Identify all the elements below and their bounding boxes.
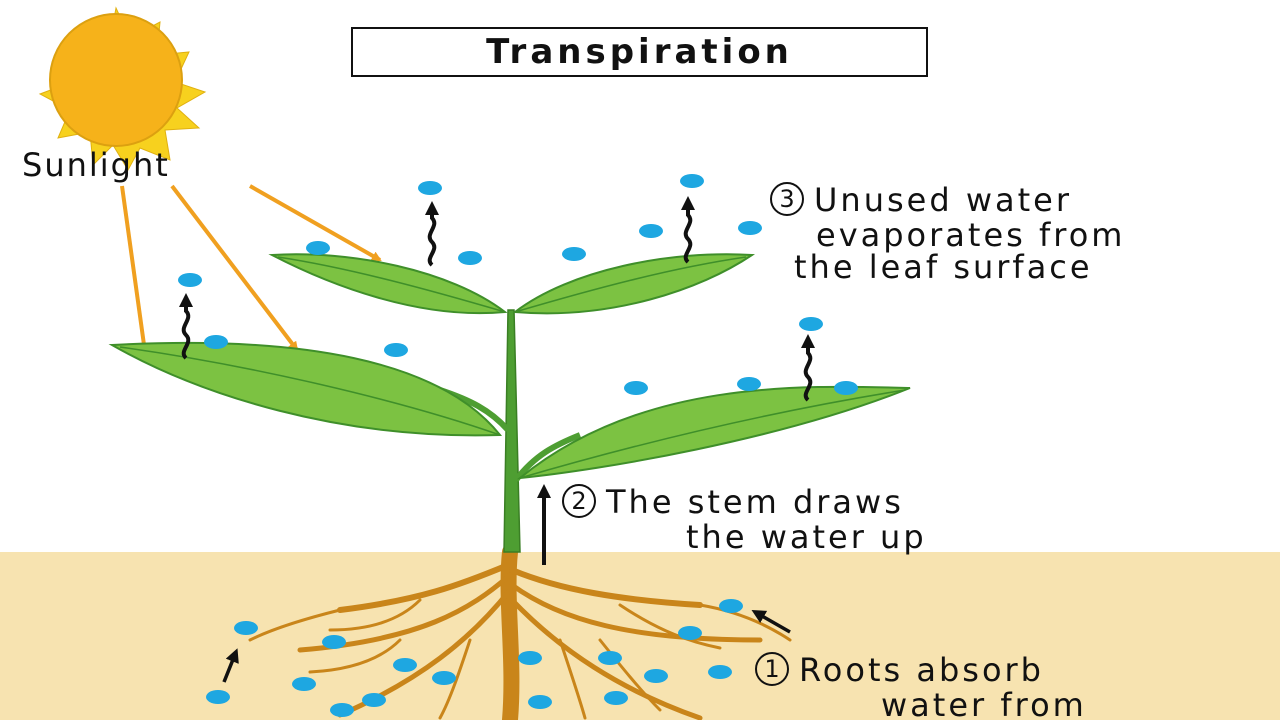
water-drop bbox=[708, 665, 732, 679]
water-drop bbox=[418, 181, 442, 195]
water-drop bbox=[234, 621, 258, 635]
petiole-right bbox=[513, 432, 582, 482]
evaporation-arrows bbox=[179, 196, 815, 402]
water-drop bbox=[562, 247, 586, 261]
step-3-line-2: evaporates from bbox=[816, 216, 1126, 254]
water-drop bbox=[834, 381, 858, 395]
step-1-number: 1 bbox=[755, 652, 789, 686]
water-drop bbox=[737, 377, 761, 391]
water-drop bbox=[680, 174, 704, 188]
water-drops bbox=[178, 174, 858, 717]
water-drop bbox=[528, 695, 552, 709]
page-title: Transpiration bbox=[486, 32, 793, 72]
water-drop bbox=[393, 658, 417, 672]
water-drop bbox=[322, 635, 346, 649]
water-drop bbox=[384, 343, 408, 357]
step-2-line-2: the water up bbox=[686, 518, 927, 556]
leaf-upper-left bbox=[268, 253, 508, 315]
water-drop bbox=[644, 669, 668, 683]
water-drop bbox=[306, 241, 330, 255]
water-drop bbox=[624, 381, 648, 395]
water-drop bbox=[178, 273, 202, 287]
water-drop bbox=[639, 224, 663, 238]
roots-pointer-arrow-small bbox=[222, 648, 239, 683]
step-2-number: 2 bbox=[562, 484, 596, 518]
water-drop bbox=[292, 677, 316, 691]
water-drop bbox=[799, 317, 823, 331]
step-3-line-3: the leaf surface bbox=[794, 248, 1093, 286]
leaf-upper-right bbox=[512, 253, 756, 315]
water-drop bbox=[518, 651, 542, 665]
title-box: Transpiration bbox=[351, 27, 928, 77]
water-drop bbox=[598, 651, 622, 665]
sunlight-label: Sunlight bbox=[22, 146, 170, 184]
water-drop bbox=[678, 626, 702, 640]
step-3-number: 3 bbox=[770, 182, 804, 216]
water-drop bbox=[362, 693, 386, 707]
water-drop bbox=[738, 221, 762, 235]
water-drop bbox=[206, 690, 230, 704]
stem bbox=[503, 309, 521, 553]
leaf-lower-right bbox=[516, 385, 911, 480]
water-drop bbox=[432, 671, 456, 685]
leaf-lower-left bbox=[108, 341, 503, 437]
water-drop bbox=[604, 691, 628, 705]
water-drop bbox=[204, 335, 228, 349]
step-1-line-2: water from bbox=[881, 686, 1087, 724]
roots-pointer-arrow bbox=[751, 610, 791, 634]
sun-icon bbox=[38, 6, 207, 172]
water-drop bbox=[330, 703, 354, 717]
sunlight-arrows bbox=[120, 184, 382, 354]
water-drop bbox=[458, 251, 482, 265]
water-drop bbox=[719, 599, 743, 613]
